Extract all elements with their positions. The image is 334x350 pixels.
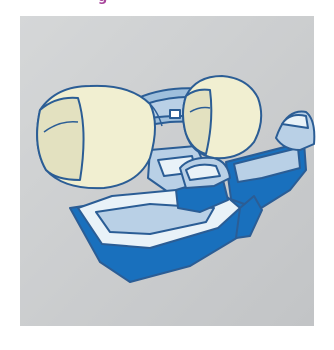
passenger-airbag (183, 76, 261, 158)
